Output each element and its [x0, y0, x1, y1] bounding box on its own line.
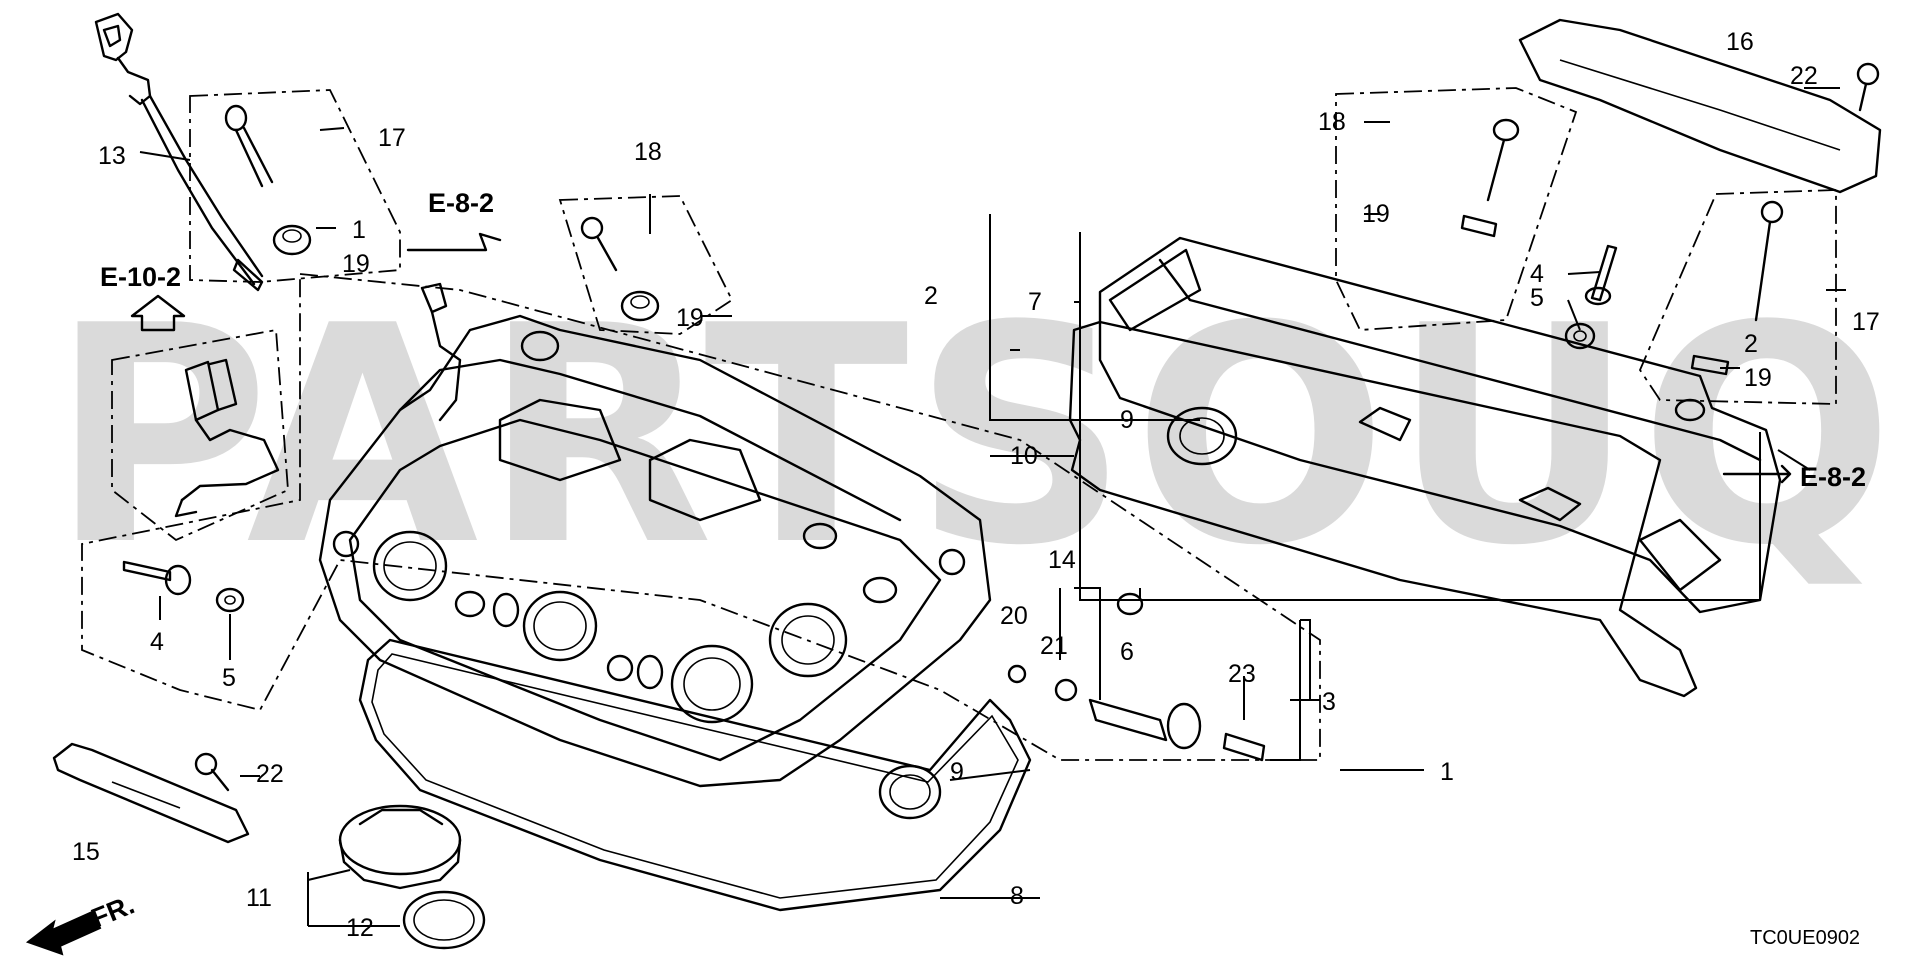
pcv-valve-part[interactable] — [1007, 592, 1266, 762]
front-indicator: FR. — [25, 889, 139, 956]
callout-5-right[interactable]: 5 — [1530, 284, 1544, 312]
left-bank-assembly-box — [81, 273, 1321, 761]
reference-e-8-2-right[interactable]: E-8-2 — [1800, 462, 1866, 492]
kit-17-left-box — [189, 89, 401, 283]
callout-15[interactable]: 15 — [72, 838, 100, 866]
kit-18-right-bolt-part[interactable] — [1460, 118, 1520, 238]
callout-4-left[interactable]: 4 — [150, 628, 164, 656]
pcv-nipple-part[interactable] — [420, 282, 462, 422]
callout-22-lower[interactable]: 22 — [256, 760, 284, 788]
callout-3[interactable]: 3 — [1322, 688, 1336, 716]
dipstick-tube-part[interactable] — [111, 328, 289, 542]
reference-e-10-2[interactable]: E-10-2 — [100, 262, 181, 292]
kit-17-right-box — [1638, 189, 1837, 405]
bolt-right-part[interactable] — [1564, 244, 1618, 350]
kit-17-left-bolt-part[interactable] — [224, 104, 312, 256]
callout-2-right[interactable]: 2 — [1744, 330, 1758, 358]
right-gasket-part[interactable] — [1068, 320, 1698, 698]
callout-5-left[interactable]: 5 — [222, 664, 236, 692]
plug-seal-upper-part[interactable] — [1166, 406, 1238, 466]
callout-17-right[interactable]: 17 — [1852, 308, 1880, 336]
callout-23[interactable]: 23 — [1228, 660, 1256, 688]
ref-arrow-right-icon — [1722, 464, 1792, 484]
callout-16[interactable]: 16 — [1726, 28, 1754, 56]
callout-12[interactable]: 12 — [346, 914, 374, 942]
cylinder-head-cover-part[interactable] — [318, 314, 992, 788]
callout-18-right[interactable]: 18 — [1318, 108, 1346, 136]
dipstick-part[interactable] — [94, 12, 264, 292]
callout-10[interactable]: 10 — [1010, 442, 1038, 470]
bolt-22-lower-part[interactable] — [194, 752, 230, 792]
callout-22-upper[interactable]: 22 — [1790, 62, 1818, 90]
kit-18-center-box — [558, 195, 734, 335]
kit-17-right-bolt-part[interactable] — [1690, 200, 1784, 376]
kit-18-right-box — [1335, 87, 1578, 331]
callout-13[interactable]: 13 — [98, 142, 126, 170]
callout-6[interactable]: 6 — [1120, 638, 1134, 666]
callout-1-lower[interactable]: 1 — [1440, 758, 1454, 786]
callout-14[interactable]: 14 — [1048, 546, 1076, 574]
kit-18-center-bolt-part[interactable] — [580, 216, 660, 322]
ref-arrow-icon — [406, 232, 502, 252]
callout-9-upper[interactable]: 9 — [1120, 406, 1134, 434]
front-arrow-icon — [25, 910, 102, 956]
callout-21[interactable]: 21 — [1040, 632, 1068, 660]
callout-7[interactable]: 7 — [1028, 288, 1042, 316]
callout-2-left[interactable]: 2 — [924, 282, 938, 310]
callout-19-upper-right[interactable]: 19 — [1362, 200, 1390, 228]
cover-gasket-part[interactable] — [358, 638, 1032, 912]
front-label: FR. — [87, 889, 139, 933]
filler-cap-gasket-part[interactable] — [402, 890, 486, 950]
bolt-left-part[interactable] — [122, 560, 245, 613]
bracket-15-part[interactable] — [52, 742, 250, 844]
callout-4-right[interactable]: 4 — [1530, 260, 1544, 288]
callout-19-left[interactable]: 19 — [342, 250, 370, 278]
callout-19-center[interactable]: 19 — [676, 304, 704, 332]
callout-19-right[interactable]: 19 — [1744, 364, 1772, 392]
callout-17-left[interactable]: 17 — [378, 124, 406, 152]
callout-8[interactable]: 8 — [1010, 882, 1024, 910]
up-arrow-icon — [130, 294, 186, 332]
reference-e-8-2-left[interactable]: E-8-2 — [428, 188, 494, 218]
diagram-code: TC0UE0902 — [1750, 927, 1860, 949]
bolt-22-upper-part[interactable] — [1856, 62, 1880, 112]
heat-shield-16-part[interactable] — [1518, 18, 1882, 194]
callout-11[interactable]: 11 — [246, 884, 272, 912]
right-head-cover-part[interactable] — [1098, 236, 1782, 614]
callout-20[interactable]: 20 — [1000, 602, 1028, 630]
callout-1-upper[interactable]: 1 — [352, 216, 366, 244]
oil-filler-cap-part[interactable] — [338, 804, 462, 890]
callout-18-center[interactable]: 18 — [634, 138, 662, 166]
callout-9-lower[interactable]: 9 — [950, 758, 964, 786]
plug-seal-lower-part[interactable] — [878, 764, 942, 820]
